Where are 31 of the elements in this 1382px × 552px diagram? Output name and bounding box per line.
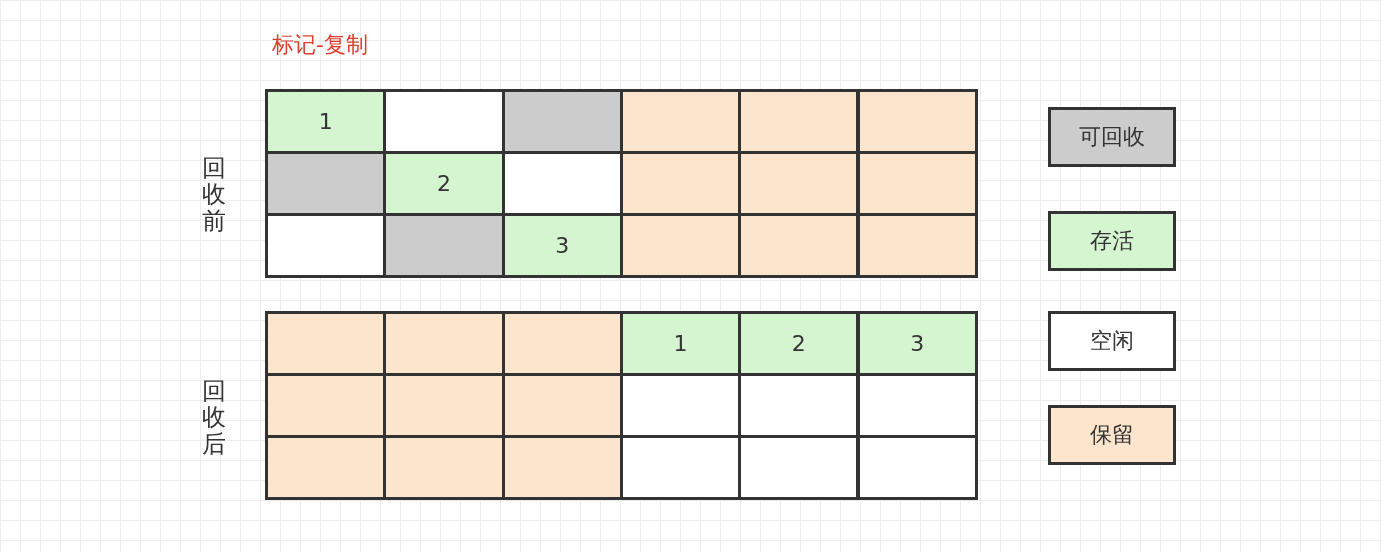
cell-number: 1	[673, 331, 688, 356]
legend-label: 可回收	[1079, 123, 1145, 151]
memory-cell	[738, 435, 860, 500]
memory-cell	[856, 151, 978, 216]
cell-number: 2	[791, 331, 806, 356]
cell-number: 3	[910, 331, 925, 356]
cell-number: 1	[318, 109, 333, 134]
memory-cell	[738, 213, 860, 278]
legend-label: 保留	[1090, 421, 1134, 449]
memory-cell	[856, 89, 978, 154]
memory-cell	[383, 311, 505, 376]
memory-cell	[856, 311, 978, 376]
diagram-title: 标记-复制	[272, 31, 368, 59]
memory-cell	[856, 373, 978, 438]
memory-cell	[383, 213, 505, 278]
memory-cell	[383, 89, 505, 154]
memory-cell	[856, 435, 978, 500]
memory-cell	[383, 373, 505, 438]
memory-cell	[738, 373, 860, 438]
memory-cell	[738, 151, 860, 216]
memory-cell	[856, 213, 978, 278]
row-group-label: 回收前	[202, 155, 226, 235]
legend-label: 空闲	[1090, 327, 1134, 355]
memory-cell	[738, 311, 860, 376]
cell-number: 3	[555, 233, 570, 258]
cell-number: 2	[436, 171, 451, 196]
row-group-label: 回收后	[202, 378, 226, 458]
legend-label: 存活	[1090, 227, 1134, 255]
memory-cell	[383, 151, 505, 216]
memory-cell	[738, 89, 860, 154]
memory-cell	[383, 435, 505, 500]
